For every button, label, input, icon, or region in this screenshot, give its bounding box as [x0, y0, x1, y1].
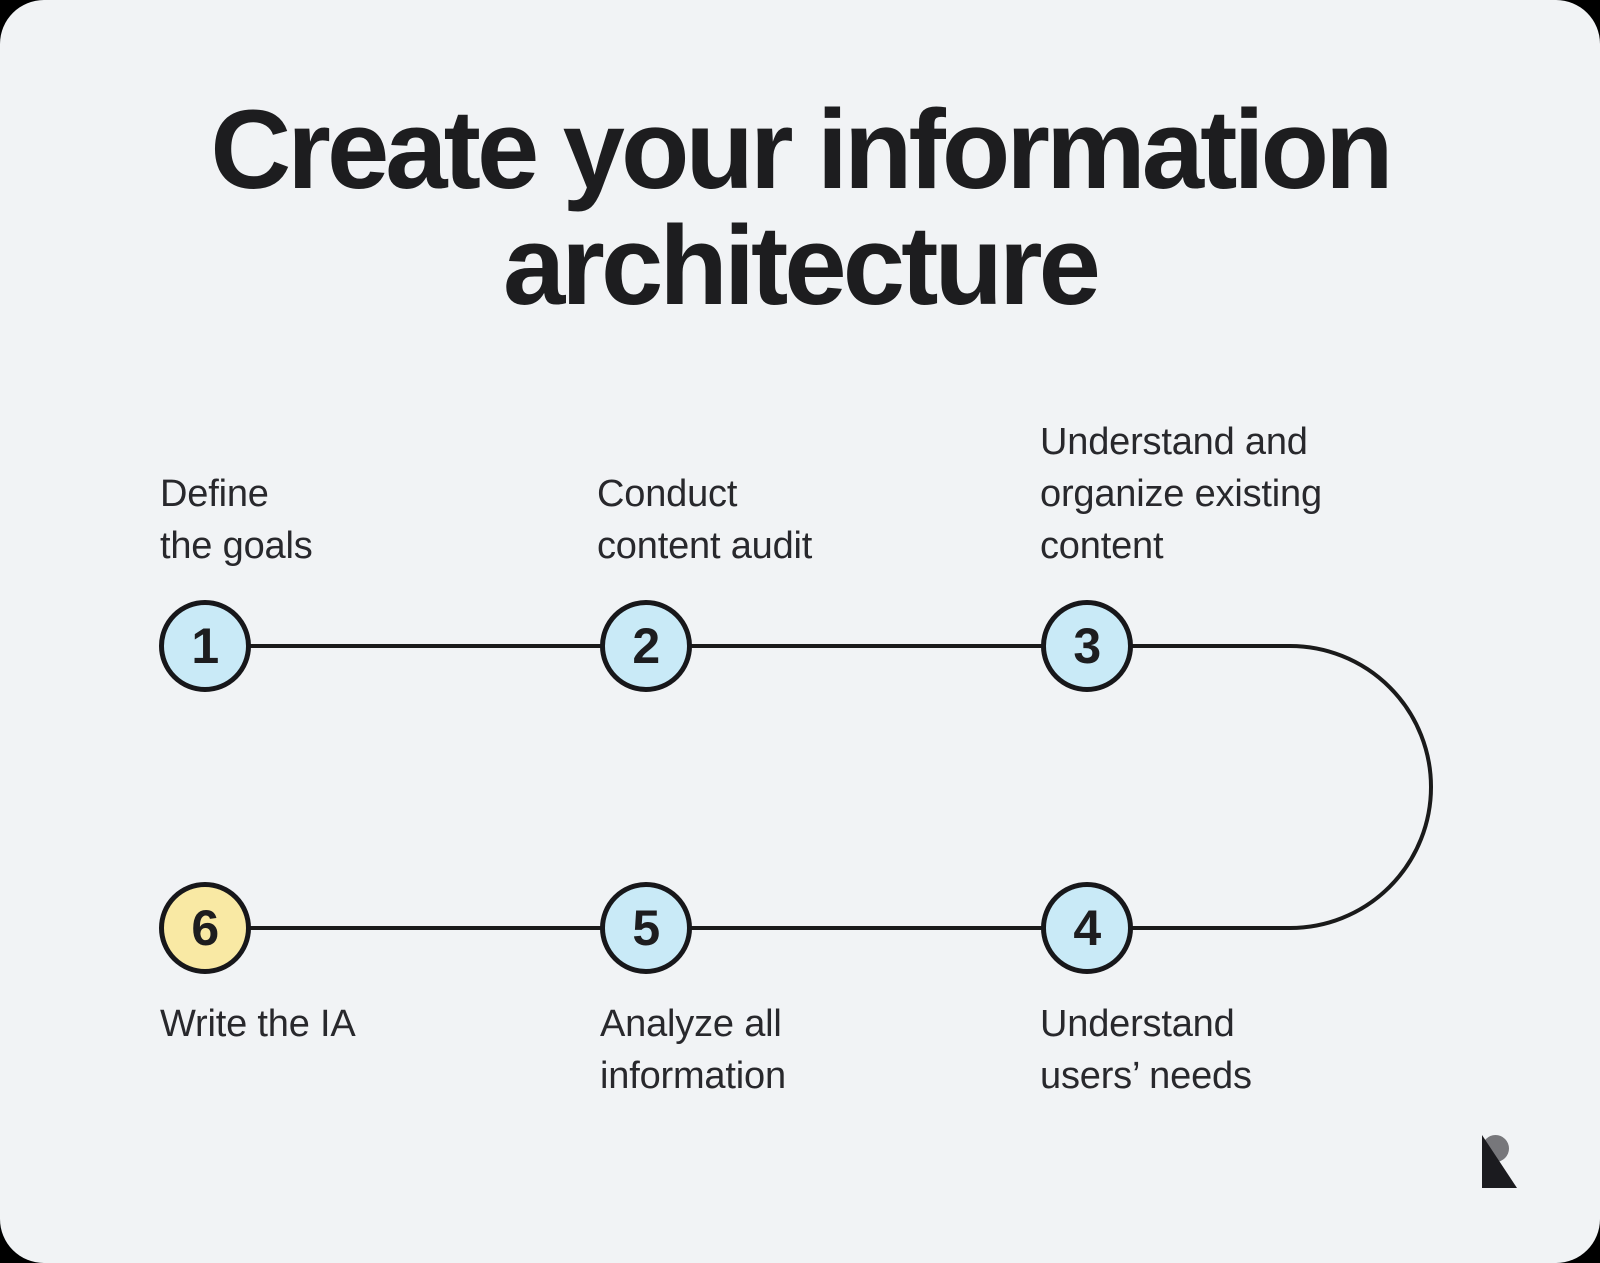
- step-5-label: Analyze all information: [600, 998, 786, 1102]
- step-4-label-line: users’ needs: [1040, 1055, 1252, 1097]
- step-4-label: Understand users’ needs: [1040, 998, 1252, 1102]
- flow-connector-line: [205, 644, 1433, 930]
- page-title-line-1: Create your information: [210, 87, 1393, 212]
- step-2-label-line: content audit: [597, 525, 813, 567]
- step-3-label: Understand and organize existing content: [1040, 416, 1322, 572]
- step-6-circle: 6: [159, 882, 251, 974]
- step-2-label: Conduct content audit: [597, 468, 812, 572]
- step-3-label-line: organize existing: [1040, 473, 1322, 515]
- logo-triangle: [1482, 1135, 1517, 1188]
- step-5-number: 5: [632, 900, 660, 956]
- step-2-circle: 2: [600, 600, 692, 692]
- step-5-label-line: information: [600, 1055, 786, 1097]
- step-3-number: 3: [1073, 618, 1101, 674]
- step-4-label-line: Understand: [1040, 1003, 1235, 1045]
- step-4-number: 4: [1073, 900, 1101, 956]
- step-1-label-line: Define: [160, 473, 269, 515]
- step-6-number: 6: [191, 900, 219, 956]
- step-4-circle: 4: [1041, 882, 1133, 974]
- step-3-label-line: Understand and: [1040, 421, 1308, 463]
- step-6-label-line: Write the IA: [160, 1003, 356, 1045]
- step-3-label-line: content: [1040, 525, 1164, 567]
- step-5-label-line: Analyze all: [600, 1003, 782, 1045]
- page-title: Create your information architecture: [0, 92, 1600, 324]
- page-title-line-2: architecture: [502, 203, 1101, 328]
- step-5-circle: 5: [600, 882, 692, 974]
- step-6-label: Write the IA: [160, 998, 356, 1050]
- ramotion-r-logo: [1482, 1135, 1517, 1188]
- step-1-label: Define the goals: [160, 468, 313, 572]
- step-1-label-line: the goals: [160, 525, 313, 567]
- step-3-circle: 3: [1041, 600, 1133, 692]
- step-1-circle: 1: [159, 600, 251, 692]
- step-1-number: 1: [191, 618, 219, 674]
- step-2-number: 2: [632, 618, 660, 674]
- step-2-label-line: Conduct: [597, 473, 738, 515]
